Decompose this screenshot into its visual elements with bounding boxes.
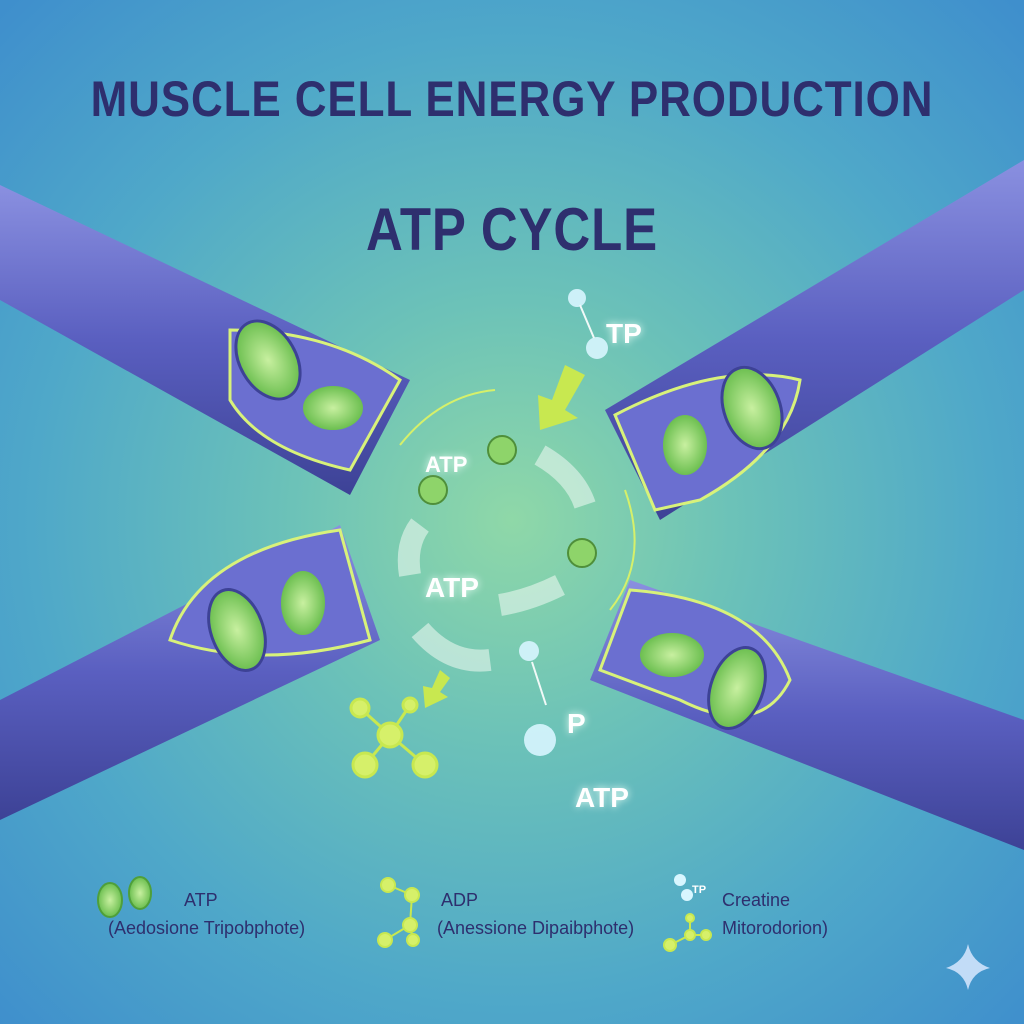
- muscle-fiber-top-right: [605, 160, 1024, 520]
- adp-molecule-icon: [349, 696, 439, 779]
- legend-name: ADP: [441, 890, 479, 910]
- output-arrow-icon: [423, 670, 450, 708]
- page-title: MUSCLE CELL ENERGY PRODUCTION: [90, 71, 934, 127]
- atp-label-bottom: ATP: [575, 782, 629, 813]
- muscle-fiber-bottom-left: [0, 525, 380, 820]
- legend-creatine-icon: [663, 874, 712, 952]
- legend-desc: Mitorodorion): [722, 918, 829, 938]
- tp-label: TP: [606, 318, 642, 349]
- legend-molecule-icon: [377, 877, 420, 948]
- legend-name: Creatine: [722, 890, 791, 910]
- legend-creatine-icon-text: TP: [692, 884, 707, 896]
- muscle-fiber-bottom-right: [590, 580, 1024, 850]
- legend-item-creatine: Creatine Mitorodorion): [722, 886, 828, 942]
- legend-mitochondria-icon: [97, 876, 152, 918]
- cycle-arrows: [397, 445, 596, 672]
- p-label: P: [567, 708, 586, 739]
- atp-label-upper: ATP: [425, 452, 468, 477]
- sparkle-icon: [946, 944, 990, 990]
- input-arrow-icon: [538, 365, 585, 430]
- cycle-molecules: [418, 435, 597, 568]
- muscle-fiber-top-left: [0, 185, 410, 495]
- legend-name: ATP: [184, 890, 218, 910]
- phosphate-molecules: [519, 289, 608, 756]
- legend-desc: (Aedosione Tripobphote): [108, 918, 306, 938]
- legend-item-adp: ADP (Anessione Dipaibphote): [437, 886, 634, 942]
- yellow-arrows: [399, 389, 636, 611]
- diagram-subtitle: ATP CYCLE: [366, 196, 658, 263]
- atp-label-middle: ATP: [425, 572, 479, 603]
- legend-desc: (Anessione Dipaibphote): [437, 918, 635, 938]
- legend-item-atp: ATP (Aedosione Tripobphote): [108, 886, 305, 942]
